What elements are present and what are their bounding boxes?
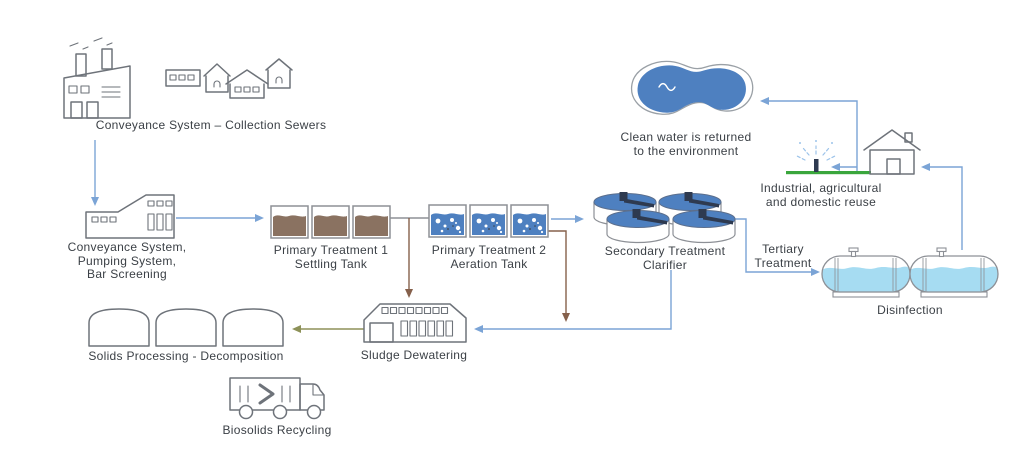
pumping-station-icon — [85, 194, 175, 239]
truck-icon — [229, 377, 325, 420]
pond-icon — [630, 60, 754, 115]
edge-reuse-to-sprinkler — [831, 163, 857, 171]
edge-clarifier-to-dewatering — [474, 270, 672, 333]
house-sprinkler-icon — [786, 129, 921, 175]
edge-pumping-to-settling — [176, 214, 264, 222]
label-solids-processing: Solids Processing - Decomposition — [88, 349, 284, 363]
houses-icon — [165, 58, 293, 99]
grass-strip — [786, 171, 871, 175]
sprinkler-icon — [796, 140, 836, 172]
digester-domes-icon — [88, 308, 284, 347]
house-icon — [863, 129, 921, 175]
aeration-tanks-icon — [428, 204, 549, 238]
label-secondary-treatment: Secondary Treatment Clarifier — [604, 244, 726, 272]
clarifier-tanks-icon — [593, 192, 736, 244]
edge-reuse-to-pond — [760, 97, 858, 171]
edge-clarifier-to-disinfection — [735, 218, 820, 276]
edge-disinfection-to-house — [921, 163, 963, 250]
label-reuse: Industrial, agricultural and domestic re… — [760, 181, 882, 209]
label-primary-treatment-1: Primary Treatment 1 Settling Tank — [273, 243, 389, 271]
label-sludge-dewatering: Sludge Dewatering — [360, 348, 468, 362]
label-biosolids-recycling: Biosolids Recycling — [222, 423, 332, 437]
edge-collection-to-pumping — [91, 140, 99, 206]
label-tertiary-treatment: Tertiary Treatment — [754, 242, 812, 270]
edge-aeration-to-clarifier — [551, 215, 584, 223]
edge-dewatering-to-solids — [292, 325, 364, 333]
disinfection-tanks-icon — [821, 247, 999, 298]
label-pumping: Conveyance System, Pumping System, Bar S… — [67, 240, 187, 281]
label-disinfection: Disinfection — [877, 303, 943, 317]
label-primary-treatment-2: Primary Treatment 2 Aeration Tank — [431, 243, 547, 271]
label-clean-water: Clean water is returned to the environme… — [620, 130, 752, 158]
settling-tanks-icon — [270, 205, 391, 239]
edge-settling-to-dewatering — [405, 218, 413, 298]
factory-icon — [63, 37, 131, 119]
label-collection-sewers: Conveyance System – Collection Sewers — [95, 118, 327, 132]
edge-aeration-to-dewatering — [548, 230, 570, 322]
dewatering-building-icon — [363, 303, 467, 343]
